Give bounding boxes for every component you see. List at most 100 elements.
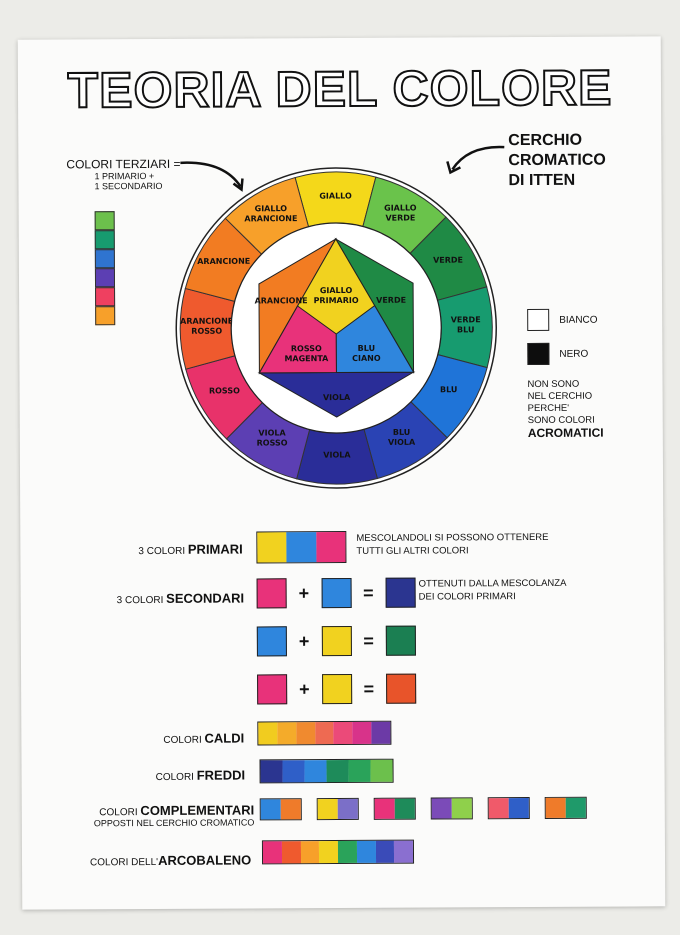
strip-swatch xyxy=(370,759,393,782)
tertiary-line1: 1 PRIMARIO + xyxy=(94,170,155,182)
strip-swatch xyxy=(333,721,353,745)
complementary-pairs xyxy=(259,796,587,821)
color-swatch xyxy=(321,577,352,609)
operator-symbol: + xyxy=(299,678,310,699)
achromatic-line3: PERCHE' xyxy=(527,402,570,415)
color-swatch xyxy=(256,578,287,609)
warm-label: COLORI CALDI xyxy=(163,730,245,746)
strip-swatch xyxy=(374,798,395,819)
strip-swatch xyxy=(488,798,509,819)
primary-strip xyxy=(256,530,347,564)
operator-symbol: = xyxy=(363,678,375,699)
complementary-label: COLORI COMPLEMENTARI OPPOSTI NEL CERCHIO… xyxy=(93,802,255,829)
page-title: TEORIA DEL COLORE xyxy=(66,59,613,120)
wheel-segment-label: VERDE xyxy=(433,256,463,265)
strip-swatch xyxy=(356,840,376,863)
operator-symbol: = xyxy=(363,630,374,651)
strip-swatch xyxy=(352,721,372,744)
achromatic-line2: NEL CERCHIO xyxy=(527,390,593,403)
strip-swatch xyxy=(375,840,395,863)
strip-swatch xyxy=(260,760,283,783)
complementary-pair xyxy=(544,796,587,819)
color-swatch xyxy=(385,625,416,656)
inner-label-orange: ARANCIONE xyxy=(255,296,308,305)
color-swatch xyxy=(386,673,417,704)
strip-swatch xyxy=(337,798,358,820)
strip-swatch xyxy=(296,722,315,745)
achromatic-line5: ACROMATICI xyxy=(527,425,604,441)
color-swatch xyxy=(257,674,288,705)
itten-line3: DI ITTEN xyxy=(508,171,576,190)
strip-swatch xyxy=(394,798,415,819)
mix-row: += xyxy=(256,625,417,657)
strip-swatch xyxy=(262,841,282,864)
cold-strip xyxy=(259,758,394,784)
strip-swatch xyxy=(337,840,357,864)
strip-swatch xyxy=(314,722,334,745)
inner-primary-blue xyxy=(335,304,415,374)
strip-swatch xyxy=(371,721,391,744)
arrow-icon xyxy=(180,161,244,192)
operator-symbol: + xyxy=(298,630,310,651)
strip-swatch xyxy=(508,798,529,819)
color-swatch xyxy=(385,577,416,608)
secondary-label: 3 COLORI SECONDARI xyxy=(116,590,245,607)
strip-swatch xyxy=(300,841,320,864)
rainbow-strip xyxy=(261,839,415,865)
strip-swatch xyxy=(280,799,301,820)
strip-swatch xyxy=(317,799,338,820)
strip-swatch xyxy=(304,760,327,783)
rainbow-label: COLORI DELL'ARCOBALENO xyxy=(90,852,252,869)
strip-swatch xyxy=(451,798,472,819)
strip-swatch xyxy=(281,841,301,864)
tertiary-strip xyxy=(94,211,116,326)
strip-swatch xyxy=(282,760,305,783)
complementary-pair xyxy=(373,797,416,820)
achromatic-section: BIANCO NERO NON SONO NEL CERCHIO PERCHE'… xyxy=(527,308,604,441)
operator-symbol: = xyxy=(363,582,374,603)
white-label: BIANCO xyxy=(559,314,598,326)
strip-swatch xyxy=(431,798,452,819)
strip-swatch xyxy=(348,759,371,782)
wheel-segment-label: ARANCIONE xyxy=(197,257,250,266)
complementary-pair xyxy=(430,797,473,820)
strip-swatch xyxy=(545,797,566,818)
complementary-pair xyxy=(316,797,359,821)
wheel-segment-label: ROSSO xyxy=(209,386,240,395)
tertiary-title: COLORI TERZIARI = xyxy=(66,156,181,172)
itten-line1: CERCHIO xyxy=(508,131,583,150)
tertiary-line2: 1 SECONDARIO xyxy=(94,180,163,192)
mix-row: += xyxy=(256,577,417,609)
wheel-segment-label: VIOLA xyxy=(323,450,351,459)
wheel-segment-label: BLU xyxy=(440,385,457,394)
black-swatch xyxy=(527,342,550,366)
tertiary-note: COLORI TERZIARI = 1 PRIMARIO + 1 SECONDA… xyxy=(66,157,180,192)
strip-swatch xyxy=(394,840,414,863)
strip-swatch xyxy=(277,722,297,745)
cold-label: COLORI FREDDI xyxy=(155,767,246,783)
strip-swatch xyxy=(319,841,339,864)
warm-strip xyxy=(257,720,392,746)
color-swatch xyxy=(256,626,287,657)
color-swatch xyxy=(321,673,352,705)
strip-swatch xyxy=(326,759,349,783)
strip-swatch xyxy=(565,797,586,818)
strip-swatch xyxy=(260,799,281,820)
strip-swatch xyxy=(258,722,278,745)
paper-sheet: TEORIA DEL COLORE COLORI TERZIARI = 1 PR… xyxy=(17,36,666,910)
white-swatch xyxy=(527,308,550,332)
inner-label-violet: VIOLA xyxy=(323,393,351,402)
operator-symbol: + xyxy=(298,582,310,603)
achromatic-line1: NON SONO xyxy=(527,378,580,391)
wheel-segment-label: GIALLO xyxy=(319,191,352,200)
